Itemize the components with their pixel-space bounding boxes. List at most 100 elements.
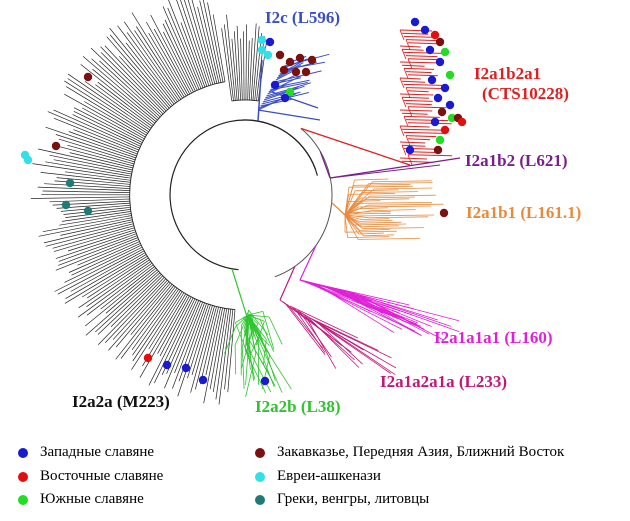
branch	[247, 314, 259, 325]
branch	[59, 213, 132, 226]
branch	[65, 209, 131, 218]
population-marker	[263, 50, 273, 60]
branch	[209, 308, 226, 390]
clade-label-i2c: I2c (L596)	[265, 8, 341, 27]
branch	[407, 154, 413, 165]
branch	[405, 103, 432, 106]
branch	[373, 187, 433, 190]
branch	[42, 190, 131, 194]
branch	[85, 270, 160, 336]
branch	[347, 200, 381, 202]
legend-item-south-slavs: Южные славяне	[18, 491, 144, 508]
branch	[67, 78, 150, 133]
branch	[344, 214, 362, 220]
branch	[319, 151, 331, 179]
branch	[199, 306, 219, 385]
branch	[203, 307, 223, 404]
branch	[250, 23, 257, 101]
branch	[40, 172, 131, 183]
arc-branch	[231, 99, 259, 102]
branch	[80, 64, 156, 124]
branch	[159, 296, 192, 357]
branch	[233, 31, 240, 101]
branch	[68, 131, 137, 157]
branch	[344, 230, 397, 233]
population-marker	[435, 37, 445, 47]
branch	[73, 129, 138, 155]
population-marker	[427, 75, 437, 85]
branch	[187, 0, 214, 85]
population-marker	[143, 353, 153, 363]
population-marker	[260, 376, 270, 386]
population-marker	[405, 145, 415, 155]
branch	[162, 31, 194, 93]
branch	[30, 196, 131, 199]
branch	[100, 52, 164, 115]
branch	[84, 81, 152, 129]
branch	[401, 80, 426, 83]
branch	[357, 238, 420, 240]
branch	[352, 223, 407, 226]
branch	[177, 303, 209, 397]
branch	[67, 144, 135, 165]
branch	[235, 314, 249, 328]
branch	[139, 294, 189, 378]
branch	[399, 29, 405, 41]
phylogenetic-tree	[20, 0, 467, 405]
branch	[86, 264, 154, 316]
branch	[399, 109, 433, 112]
branch	[153, 28, 191, 95]
branch	[77, 239, 140, 266]
branch	[131, 291, 183, 370]
population-marker	[65, 178, 75, 188]
branch	[344, 214, 370, 219]
arc-branch	[169, 119, 317, 271]
branch	[131, 287, 178, 350]
population-marker	[83, 72, 93, 82]
branch	[234, 344, 237, 375]
branch	[82, 107, 144, 142]
branch	[207, 2, 224, 83]
population-marker	[433, 145, 443, 155]
branch	[254, 32, 262, 101]
clade-label-i2a1b2a1: I2a1b2a1	[474, 64, 542, 83]
legend-label: Закавказье, Передняя Азия, Ближний Восто…	[277, 444, 565, 460]
branch	[299, 279, 359, 295]
population-marker	[51, 141, 61, 151]
arc-branch	[242, 119, 318, 176]
branch	[95, 84, 153, 127]
population-marker	[257, 35, 267, 45]
branch	[66, 86, 147, 136]
population-marker	[445, 70, 455, 80]
branch	[401, 112, 428, 115]
branch	[84, 101, 146, 138]
branch	[359, 221, 402, 224]
branch	[197, 6, 218, 84]
branch	[401, 145, 407, 156]
branch	[235, 314, 249, 323]
branch	[405, 55, 438, 58]
branch	[307, 316, 360, 368]
branch	[68, 241, 140, 273]
branch	[167, 7, 202, 89]
branch	[344, 214, 348, 238]
branch	[407, 122, 452, 125]
branch	[353, 293, 452, 327]
branch	[399, 125, 430, 128]
branch	[329, 157, 461, 179]
population-marker	[198, 375, 208, 385]
branch	[245, 24, 247, 101]
branch	[115, 282, 171, 348]
branch	[399, 61, 443, 64]
branch	[105, 269, 158, 314]
circle-icon	[18, 447, 28, 458]
branch	[369, 216, 429, 219]
clade-label-i2a1b2a1-snp: (CTS10228)	[482, 84, 569, 103]
branch	[359, 229, 390, 231]
branch	[99, 60, 161, 118]
branch	[403, 115, 440, 118]
branch	[322, 325, 397, 369]
branch	[78, 259, 150, 309]
population-marker	[435, 57, 445, 67]
branch	[58, 235, 138, 266]
